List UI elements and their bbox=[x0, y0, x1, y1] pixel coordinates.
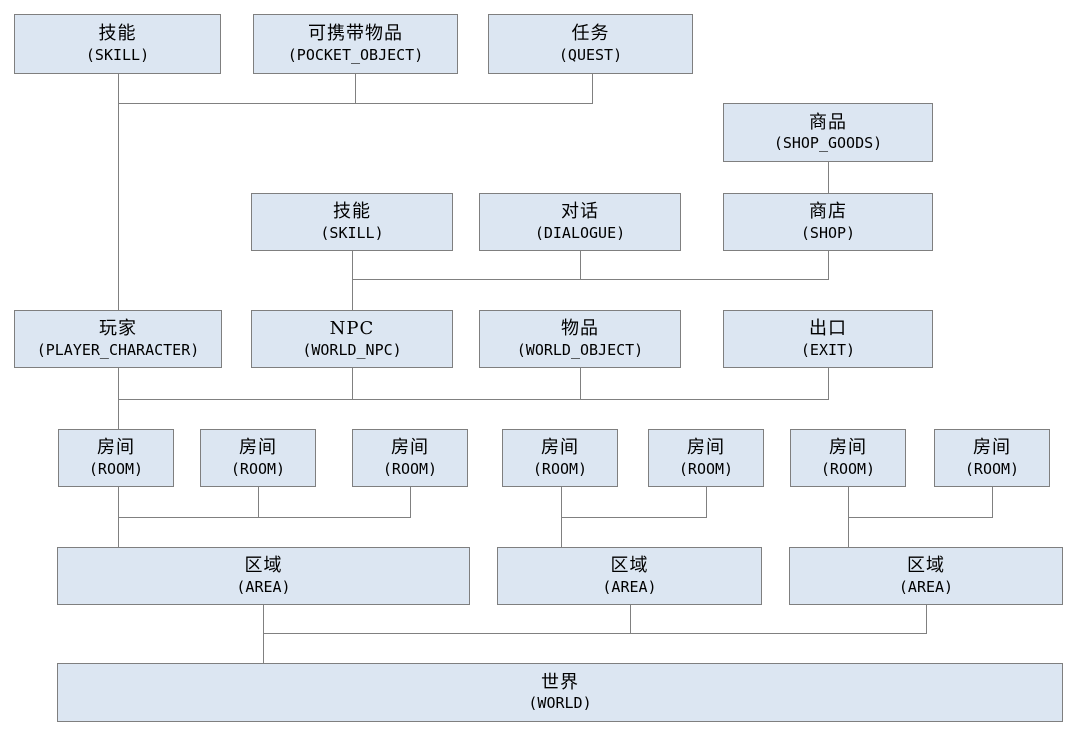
node-label-en: (WORLD) bbox=[528, 694, 592, 712]
connector-line bbox=[706, 487, 707, 517]
connector-line bbox=[592, 74, 593, 103]
node-label-en: (POCKET_OBJECT) bbox=[287, 45, 424, 64]
node-label-en: (SKILL) bbox=[85, 45, 150, 64]
connector-line bbox=[355, 74, 356, 103]
node-dialogue: 对话(DIALOGUE) bbox=[479, 193, 681, 251]
node-label-en: (EXIT) bbox=[800, 340, 856, 359]
node-label-zh: 房间 bbox=[97, 437, 135, 458]
node-label-zh: 商品 bbox=[809, 111, 847, 133]
node-area-2: 区域(AREA) bbox=[497, 547, 762, 605]
connector-line bbox=[263, 633, 927, 634]
connector-line bbox=[118, 517, 411, 518]
node-label-en: (SKILL) bbox=[320, 223, 384, 242]
node-label-zh: 房间 bbox=[239, 437, 277, 458]
node-skill-npc: 技能(SKILL) bbox=[251, 193, 453, 251]
connector-line bbox=[630, 605, 631, 633]
connector-line bbox=[118, 74, 119, 310]
node-label-zh: 商店 bbox=[809, 201, 847, 222]
node-room-4: 房间(ROOM) bbox=[502, 429, 618, 487]
node-label-zh: 技能 bbox=[333, 201, 371, 222]
node-room-3: 房间(ROOM) bbox=[352, 429, 468, 487]
node-label-en: (ROOM) bbox=[532, 459, 588, 478]
node-room-6: 房间(ROOM) bbox=[790, 429, 906, 487]
node-label-en: (ROOM) bbox=[964, 459, 1020, 478]
node-shop: 商店(SHOP) bbox=[723, 193, 933, 251]
node-label-en: (ROOM) bbox=[678, 459, 734, 478]
node-label-en: (ROOM) bbox=[820, 459, 876, 478]
node-label-en: (AREA) bbox=[236, 577, 291, 596]
node-label-en: (PLAYER_CHARACTER) bbox=[36, 340, 200, 359]
node-label-zh: 对话 bbox=[561, 201, 599, 222]
node-label-en: (SHOP_GOODS) bbox=[773, 134, 883, 152]
node-label-zh: 房间 bbox=[687, 437, 725, 458]
node-label-zh: 区域 bbox=[244, 555, 283, 576]
node-label-en: (DIALOGUE) bbox=[534, 223, 626, 242]
node-label-en: (AREA) bbox=[898, 577, 954, 596]
connector-line bbox=[258, 487, 259, 517]
connector-line bbox=[828, 368, 829, 399]
node-label-zh: 玩家 bbox=[99, 318, 137, 339]
node-label-en: (AREA) bbox=[602, 577, 657, 596]
connector-line bbox=[580, 251, 581, 279]
node-area-1: 区域(AREA) bbox=[57, 547, 470, 605]
connector-line bbox=[352, 279, 829, 280]
connector-line bbox=[828, 251, 829, 279]
node-label-en: (SHOP) bbox=[800, 223, 856, 242]
node-label-en: (WORLD_NPC) bbox=[302, 340, 402, 359]
node-label-zh: 技能 bbox=[98, 23, 137, 44]
node-label-zh: 世界 bbox=[541, 671, 579, 693]
node-label-zh: 出口 bbox=[809, 318, 847, 339]
node-label-zh: 房间 bbox=[829, 437, 867, 458]
node-label-zh: 房间 bbox=[541, 437, 579, 458]
node-room-5: 房间(ROOM) bbox=[648, 429, 764, 487]
connector-line bbox=[828, 162, 829, 193]
node-label-en: (ROOM) bbox=[88, 459, 144, 478]
node-label-zh: 区域 bbox=[610, 555, 649, 576]
node-quest: 任务(QUEST) bbox=[488, 14, 693, 74]
node-label-en: (WORLD_OBJECT) bbox=[516, 340, 644, 359]
connector-line bbox=[926, 605, 927, 633]
node-exit: 出口(EXIT) bbox=[723, 310, 933, 368]
connector-line bbox=[561, 517, 707, 518]
connector-line bbox=[352, 368, 353, 399]
node-world: 世界(WORLD) bbox=[57, 663, 1063, 722]
node-label-zh: 任务 bbox=[571, 23, 610, 44]
node-room-1: 房间(ROOM) bbox=[58, 429, 174, 487]
node-player-character: 玩家(PLAYER_CHARACTER) bbox=[14, 310, 222, 368]
node-label-en: (QUEST) bbox=[558, 45, 623, 64]
connector-line bbox=[118, 399, 829, 400]
connector-line bbox=[848, 517, 993, 518]
connector-line bbox=[580, 368, 581, 399]
node-room-2: 房间(ROOM) bbox=[200, 429, 316, 487]
node-room-7: 房间(ROOM) bbox=[934, 429, 1050, 487]
node-label-zh: 房间 bbox=[973, 437, 1011, 458]
node-label-zh: NPC bbox=[329, 318, 375, 339]
node-pocket-object: 可携带物品(POCKET_OBJECT) bbox=[253, 14, 458, 74]
connector-line bbox=[992, 487, 993, 517]
node-area-3: 区域(AREA) bbox=[789, 547, 1063, 605]
node-skill-player: 技能(SKILL) bbox=[14, 14, 221, 74]
node-label-zh: 房间 bbox=[391, 437, 429, 458]
node-label-en: (ROOM) bbox=[382, 459, 438, 478]
node-world-npc: NPC(WORLD_NPC) bbox=[251, 310, 453, 368]
node-shop-goods: 商品(SHOP_GOODS) bbox=[723, 103, 933, 162]
node-label-zh: 可携带物品 bbox=[308, 23, 403, 44]
node-label-zh: 物品 bbox=[561, 318, 599, 339]
node-label-zh: 区域 bbox=[907, 555, 945, 576]
connector-line bbox=[118, 368, 119, 429]
connector-line bbox=[410, 487, 411, 517]
connector-line bbox=[263, 605, 264, 663]
connector-line bbox=[118, 103, 593, 104]
connector-line bbox=[352, 251, 353, 310]
node-world-object: 物品(WORLD_OBJECT) bbox=[479, 310, 681, 368]
node-label-en: (ROOM) bbox=[230, 459, 286, 478]
